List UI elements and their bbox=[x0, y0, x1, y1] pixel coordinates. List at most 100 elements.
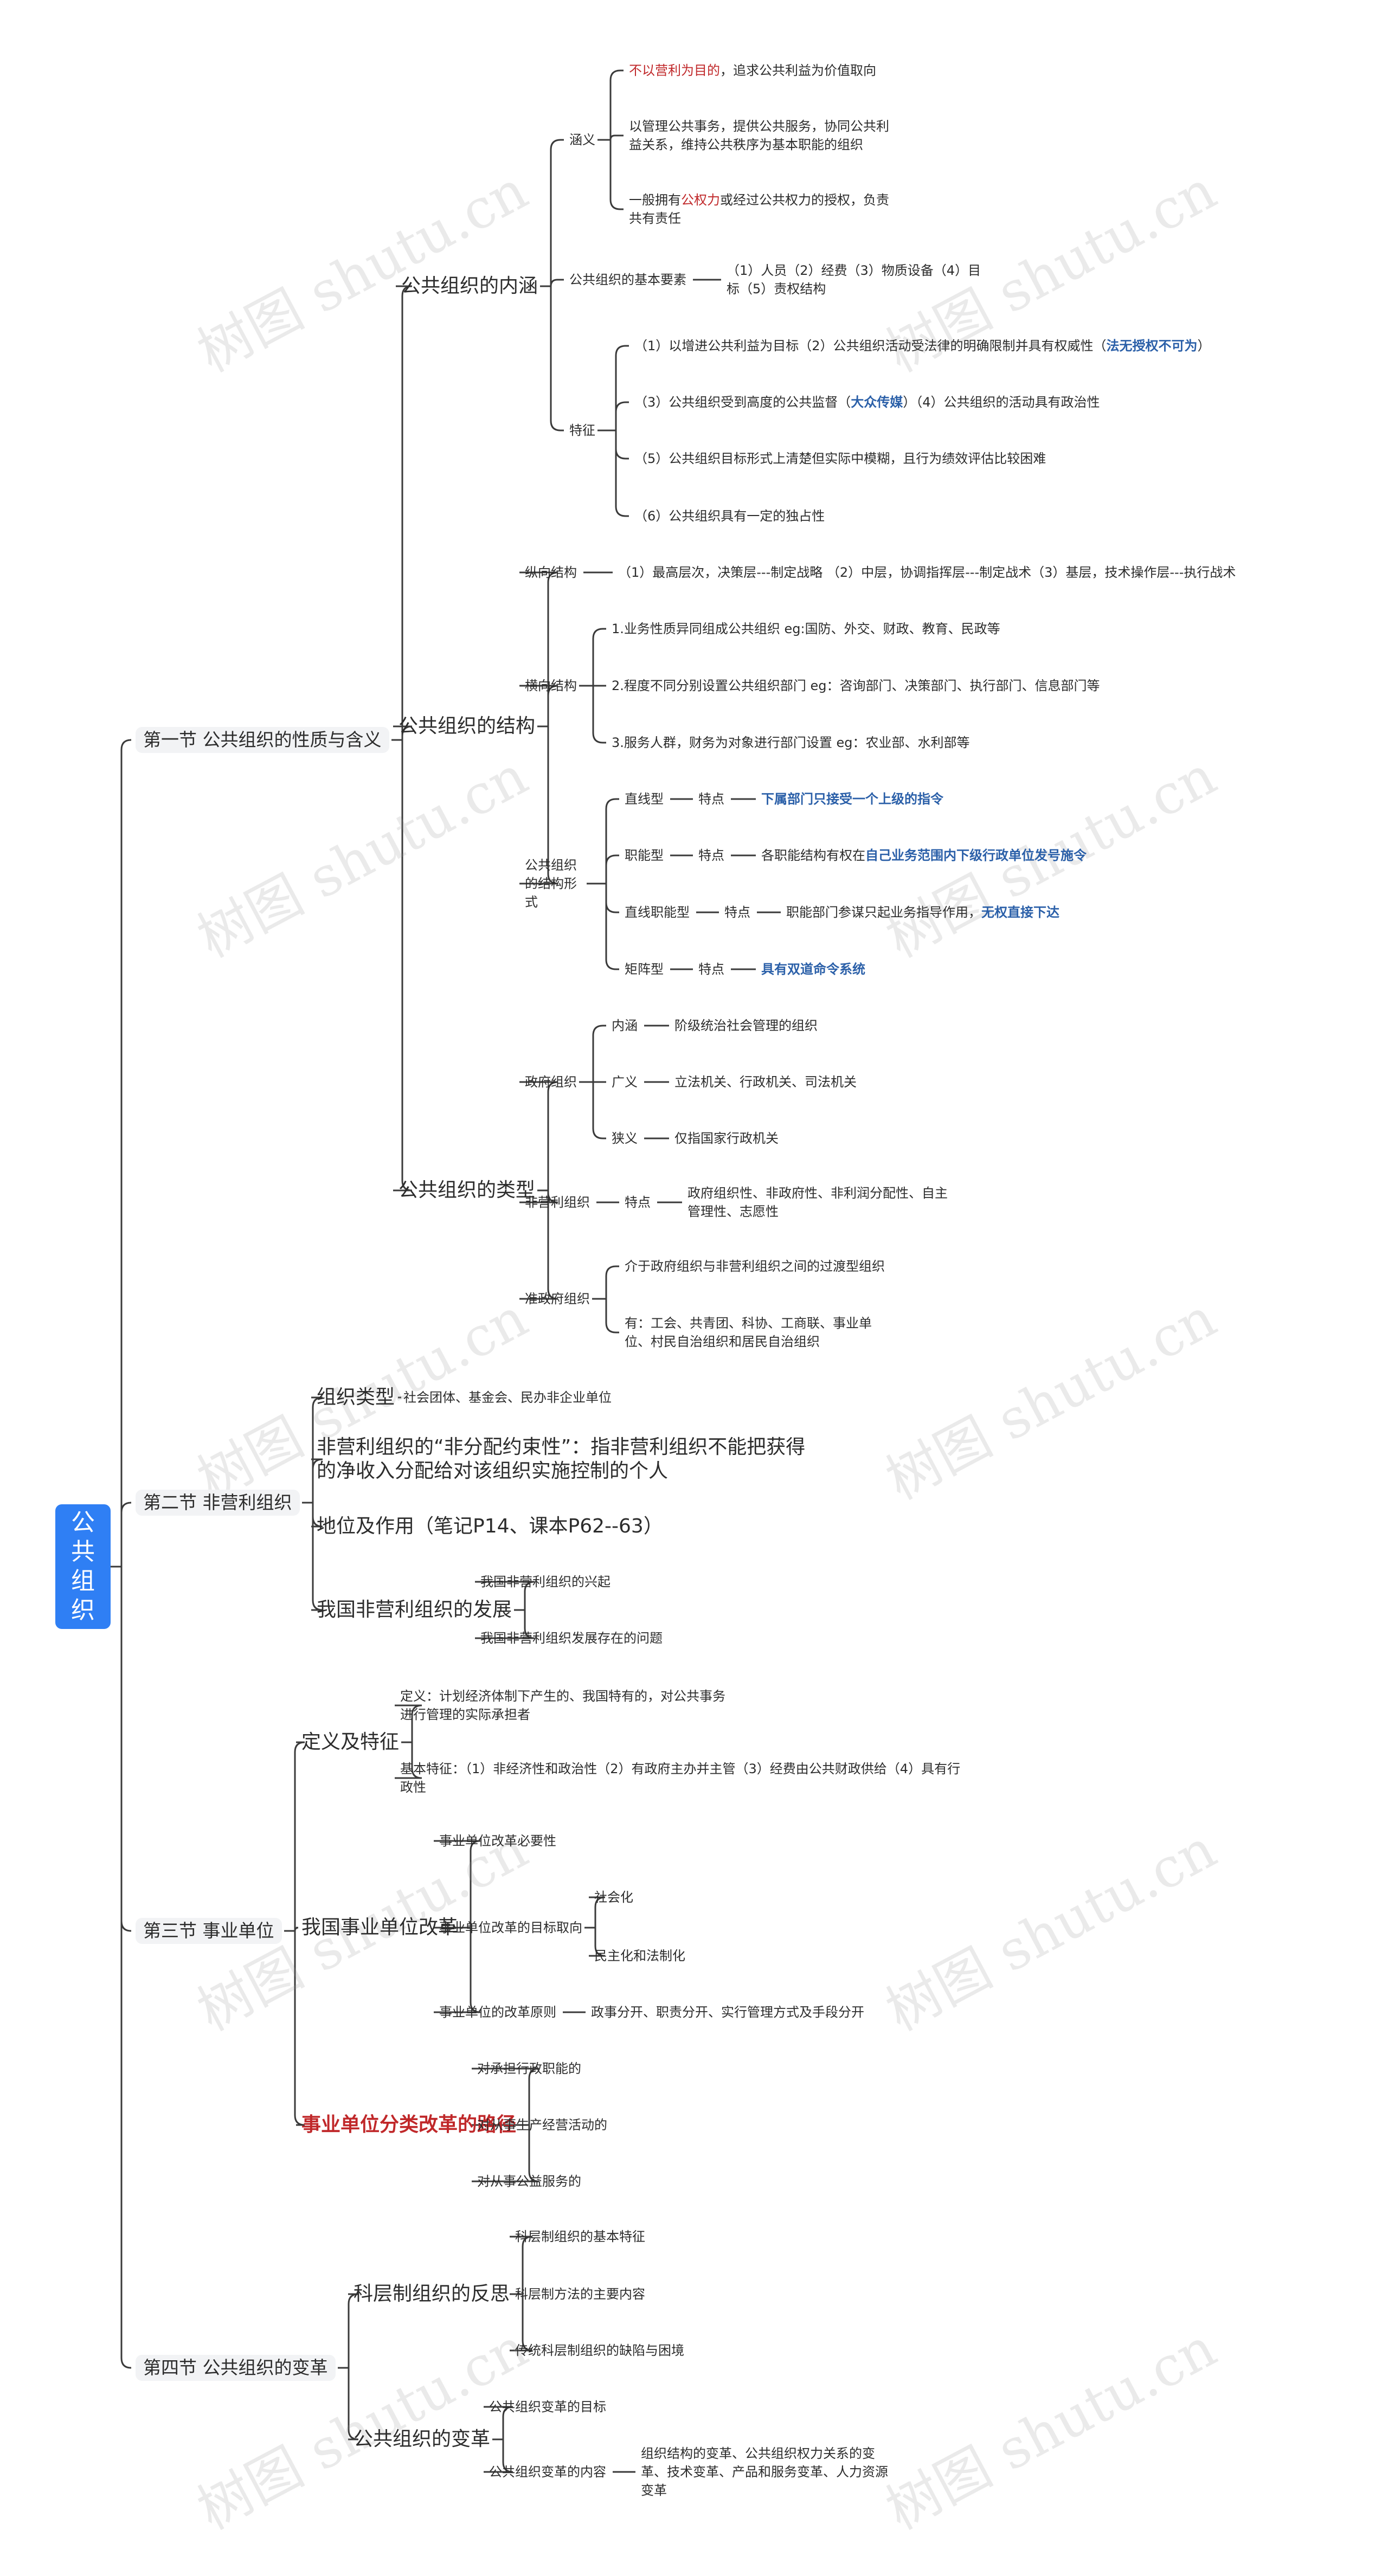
mindmap-node-s1a1a[interactable]: 不以营利为目的，追求公共利益为价值取向 bbox=[629, 61, 876, 80]
mindmap-node-s1b3b1[interactable]: 特点 bbox=[698, 848, 724, 863]
mindmap-node-s1a2a[interactable]: （1）人员（2）经费（3）物质设备（4）目标（5）责权结构 bbox=[727, 263, 981, 297]
mindmap-node-s1b2c[interactable]: 3.服务人群，财务为对象进行部门设置 eg：农业部、水利部等 bbox=[612, 735, 970, 750]
mindmap-node-s2a1[interactable]: 社会团体、基金会、民办非企业单位 bbox=[403, 1390, 612, 1405]
mindmap-node-s3b2b[interactable]: 民主化和法制化 bbox=[594, 1948, 685, 1963]
mindmap-node-s3a[interactable]: 定义及特征 bbox=[301, 1731, 400, 1753]
mindmap-node-s1c1b1[interactable]: 立法机关、行政机关、司法机关 bbox=[674, 1074, 857, 1090]
connector-line bbox=[589, 1928, 606, 1957]
mindmap-node-s3b3[interactable]: 事业单位的改革原则 bbox=[439, 2005, 556, 2020]
mindmap-node-s1a3d[interactable]: （6）公共组织具有一定的独占性 bbox=[634, 508, 825, 524]
mindmap-node-s3c3[interactable]: 对从事公益服务的 bbox=[477, 2174, 581, 2189]
mindmap-node-s1b3c[interactable]: 直线职能型 bbox=[625, 905, 690, 920]
mindmap-node-s1c1a[interactable]: 内涵 bbox=[612, 1018, 638, 1033]
mindmap-node-s3b1[interactable]: 事业单位改革必要性 bbox=[439, 1833, 556, 1849]
mindmap-node-s1b3a1a[interactable]: 下属部门只接受一个上级的指令 bbox=[761, 790, 943, 808]
mindmap-node-s1c2a[interactable]: 特点 bbox=[625, 1195, 651, 1210]
connector-line bbox=[605, 884, 619, 970]
mindmap-node-s1b3a1[interactable]: 特点 bbox=[698, 791, 724, 807]
mindmap-node-s1a1c[interactable]: 一般拥有公权力或经过公共权力的授权，负责共有责任 bbox=[629, 191, 889, 228]
mindmap-node-s4a3[interactable]: 传统科层制组织的缺陷与困境 bbox=[515, 2343, 684, 2358]
mindmap-node-s1a1b[interactable]: 以管理公共事务，提供公共服务，协同公共利益关系，维持公共秩序为基本职能的组织 bbox=[629, 119, 889, 152]
mindmap-node-s1c1c[interactable]: 狭义 bbox=[612, 1131, 638, 1146]
mindmap-node-s1b3c1a[interactable]: 职能部门参谋只起业务指导作用，无权直接下达 bbox=[786, 903, 1059, 922]
mindmap-node-s4b1[interactable]: 公共组织变革的目标 bbox=[489, 2399, 606, 2414]
mindmap-node-s1a3b[interactable]: （3）公共组织受到高度的公共监督（大众传媒）（4）公共组织的活动具有政治性 bbox=[634, 393, 1100, 411]
mindmap-node-s3b3a[interactable]: 政事分开、职责分开、实行管理方式及手段分开 bbox=[591, 2005, 864, 2020]
mindmap-node-s3[interactable]: 第三节 事业单位 bbox=[136, 1918, 282, 1944]
mindmap-node-s2d2[interactable]: 我国非营利组织发展存在的问题 bbox=[480, 1631, 663, 1646]
mindmap-node-s1c3a[interactable]: 介于政府组织与非营利组织之间的过渡型组织 bbox=[625, 1259, 885, 1274]
connector-line bbox=[609, 140, 624, 210]
connector-line bbox=[294, 1927, 299, 1931]
connector-line bbox=[120, 739, 132, 1567]
connector-line bbox=[395, 1704, 422, 1742]
node-text-segment: 或经过公共权力的授权，负责共有责任 bbox=[629, 192, 889, 226]
mindmap-node-s1a3a[interactable]: （1）以增进公共利益为目标（2）公共组织活动受法律的明确限制并具有权威性（法无授… bbox=[634, 337, 1211, 355]
mindmap-node-s3b[interactable]: 我国事业单位改革 bbox=[301, 1916, 458, 1939]
mindmap-node-s3c1[interactable]: 对承担行政职能的 bbox=[477, 2061, 581, 2076]
mindmap-node-s2d[interactable]: 我国非营利组织的发展 bbox=[317, 1599, 512, 1621]
mindmap-node-s4[interactable]: 第四节 公共组织的变革 bbox=[136, 2355, 336, 2381]
mindmap-node-s1b3b1a[interactable]: 各职能结构有权在自己业务范围内下级行政单位发号施令 bbox=[761, 846, 1087, 865]
connector-line bbox=[396, 285, 413, 740]
mindmap-node-s1b3[interactable]: 公共组织的结构形式 bbox=[525, 858, 577, 910]
mindmap-node-s1c3[interactable]: 准政府组织 bbox=[525, 1291, 590, 1306]
connector-line bbox=[510, 2294, 533, 2352]
mindmap-node-s1b3d1[interactable]: 特点 bbox=[698, 962, 724, 977]
mindmap-node-s1c3b[interactable]: 有：工会、共青团、科协、工商联、事业单位、村民自治组织和居民自治组织 bbox=[625, 1316, 872, 1349]
mindmap-node-s2b[interactable]: 非营利组织的“非分配约束性”：指非营利组织不能把获得的净收入分配给对该组织实施控… bbox=[317, 1436, 806, 1482]
node-text-segment: ） bbox=[1197, 338, 1211, 353]
connector-line bbox=[519, 571, 558, 726]
mindmap-node-s1b1a[interactable]: （1）最高层次，决策层---制定战略 （2）中层，协调指挥层---制定战术（3）… bbox=[618, 565, 1236, 580]
mindmap-node-s1a[interactable]: 公共组织的内涵 bbox=[401, 275, 538, 297]
connector-line bbox=[120, 1502, 132, 1567]
node-text-segment: 法无授权不可为 bbox=[1106, 338, 1198, 353]
mindmap-node-s2[interactable]: 第二节 非营利组织 bbox=[136, 1490, 300, 1516]
root-node[interactable]: 公共组织 bbox=[55, 1504, 111, 1629]
mindmap-node-s2c[interactable]: 地位及作用（笔记P14、课本P62--63） bbox=[317, 1515, 663, 1537]
mindmap-node-s4a[interactable]: 科层制组织的反思 bbox=[354, 2283, 510, 2305]
mindmap-node-s3b2a[interactable]: 社会化 bbox=[594, 1890, 633, 1905]
mindmap-node-s2d1[interactable]: 我国非营利组织的兴起 bbox=[480, 1574, 611, 1589]
mindmap-node-s1c1c1[interactable]: 仅指国家行政机关 bbox=[674, 1131, 779, 1146]
mindmap-node-s1b2b[interactable]: 2.程度不同分别设置公共组织部门 eg：咨询部门、决策部门、执行部门、信息部门等 bbox=[612, 678, 1100, 693]
connector-line bbox=[393, 740, 413, 1192]
mindmap-node-s4b2a[interactable]: 组织结构的变革、公共组织权力关系的变革、技术变革、产品和服务变革、人力资源变革 bbox=[641, 2446, 888, 2498]
mindmap-node-s4a2[interactable]: 科层制方法的主要内容 bbox=[515, 2287, 645, 2302]
mindmap-node-s3c2[interactable]: 对从事生产经营活动的 bbox=[477, 2117, 607, 2133]
connector-line bbox=[348, 2368, 359, 2440]
mindmap-node-s3a2[interactable]: 基本特征：（1）非经济性和政治性（2）有政府主办并主管（3）经费由公共财政供给（… bbox=[400, 1761, 961, 1795]
connector-line bbox=[472, 2068, 539, 2125]
mindmap-node-s1b3b[interactable]: 职能型 bbox=[625, 848, 664, 863]
mindmap-node-s1a2[interactable]: 公共组织的基本要素 bbox=[569, 272, 686, 287]
connector-line bbox=[120, 1567, 132, 2369]
mindmap-node-s3b2[interactable]: 事业单位改革的目标取向 bbox=[439, 1920, 582, 1935]
mindmap-node-s1a1[interactable]: 涵义 bbox=[569, 132, 595, 147]
mindmap-node-s4b[interactable]: 公共组织的变革 bbox=[354, 2428, 491, 2450]
mindmap-node-s3a1[interactable]: 定义：计划经济体制下产生的、我国特有的，对公共事务进行管理的实际承担者 bbox=[400, 1689, 725, 1722]
mindmap-node-s1b3d[interactable]: 矩阵型 bbox=[625, 962, 664, 977]
mindmap-node-s1b3d1a[interactable]: 具有双道命令系统 bbox=[761, 960, 865, 978]
mindmap-node-s1c[interactable]: 公共组织的类型 bbox=[399, 1179, 536, 1201]
node-text-segment: （3）公共组织受到高度的公共监督（ bbox=[634, 395, 851, 410]
mindmap-node-s1b2a[interactable]: 1.业务性质异同组成公共组织 eg:国防、外交、财政、教育、民政等 bbox=[612, 621, 1000, 636]
mindmap-node-s1b3c1[interactable]: 特点 bbox=[724, 905, 750, 920]
mindmap-node-s1c1[interactable]: 政府组织 bbox=[525, 1074, 577, 1090]
mindmap-node-s2a[interactable]: 组织类型 bbox=[317, 1386, 395, 1408]
mindmap-node-s1c2[interactable]: 非营利组织 bbox=[525, 1195, 590, 1210]
mindmap-node-s1b1[interactable]: 纵向结构 bbox=[525, 565, 577, 580]
mindmap-node-s1a3c[interactable]: （5）公共组织目标形式上清楚但实际中模糊，且行为绩效评估比较困难 bbox=[634, 451, 1046, 466]
mindmap-node-s1b2[interactable]: 横向结构 bbox=[525, 678, 577, 693]
mindmap-node-s1c1b[interactable]: 广义 bbox=[612, 1074, 638, 1090]
connector-line bbox=[615, 430, 629, 460]
mindmap-node-s1b[interactable]: 公共组织的结构 bbox=[399, 715, 536, 737]
mindmap-node-s1b3a[interactable]: 直线型 bbox=[625, 791, 664, 807]
mindmap-node-s1c2a1[interactable]: 政府组织性、非政府性、非利润分配性、自主管理性、志愿性 bbox=[687, 1186, 948, 1219]
mindmap-node-s1c1a1[interactable]: 阶级统治社会管理的组织 bbox=[674, 1018, 818, 1033]
mindmap-node-s1[interactable]: 第一节 公共组织的性质与含义 bbox=[136, 727, 389, 753]
mindmap-node-s4b2[interactable]: 公共组织变革的内容 bbox=[489, 2464, 606, 2480]
mindmap-node-s1a3[interactable]: 特征 bbox=[569, 423, 595, 438]
mindmap-node-s4a1[interactable]: 科层制组织的基本特征 bbox=[515, 2229, 645, 2244]
mindmap-node-s3c[interactable]: 事业单位分类改革的路径 bbox=[301, 2114, 517, 2136]
